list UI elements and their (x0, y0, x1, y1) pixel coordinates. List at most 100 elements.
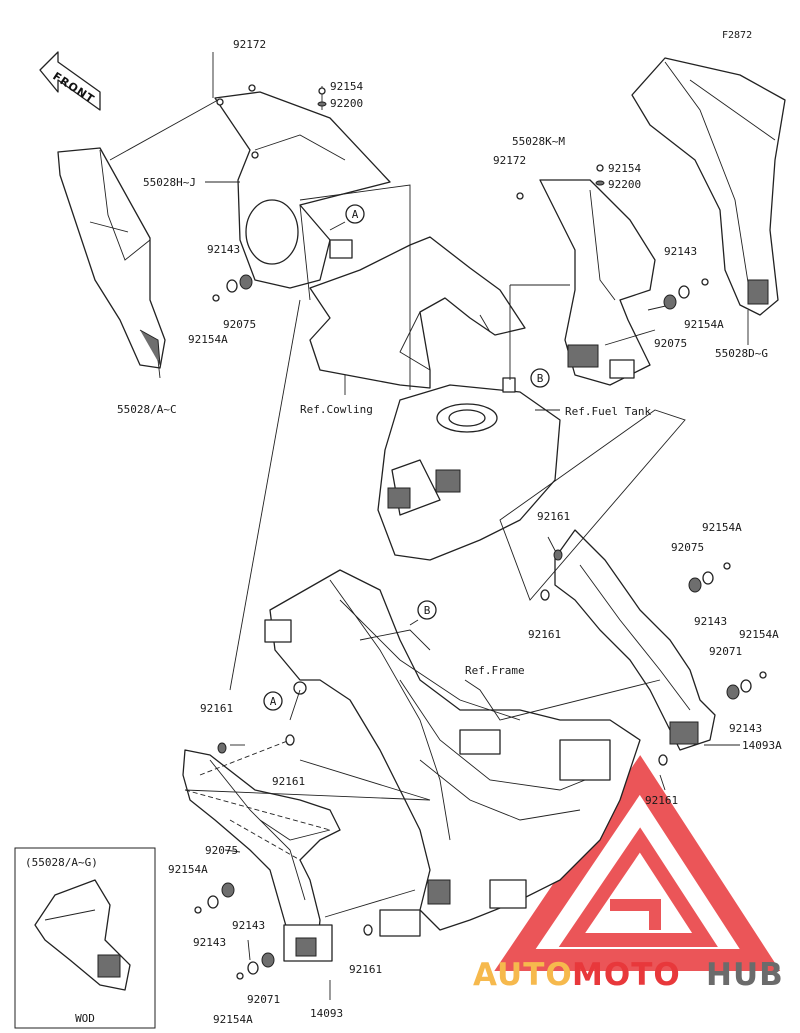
label-55028h-j: 55028H~J (143, 176, 196, 189)
watermark-text: AUTO MOTO HUB (473, 957, 784, 993)
watermark-part3: HUB (706, 957, 784, 993)
leader-lines (109, 52, 749, 1000)
watermark-triangle-inner (558, 827, 718, 947)
label-92075-r2: 92075 (671, 541, 704, 554)
washer-icon (317, 101, 327, 107)
washer-icon (678, 285, 690, 299)
watermark-g-mark (610, 899, 661, 930)
label-14093: 14093 (310, 1007, 343, 1020)
inset-title: (55028/A~G) (25, 856, 98, 869)
bolt-icon (759, 671, 767, 679)
figure-code: F2872 (722, 30, 752, 41)
fuel-tank-ref (377, 377, 561, 561)
label-92161-r1: 92161 (537, 510, 570, 523)
callout-a-frame: A (263, 691, 283, 711)
inset-box: (55028/A~G) WOD (14, 847, 156, 1029)
label-92161-l1: 92161 (200, 702, 233, 715)
dashed-lines (184, 739, 331, 861)
bolt-icon (723, 562, 731, 570)
grommet-icon (285, 734, 295, 746)
part-labels: 92172 92154 92200 55028H~J 92143 92075 9… (117, 38, 782, 1026)
label-92143-r3: 92143 (729, 722, 762, 735)
label-92154a-right: 92154A (684, 318, 724, 331)
label-92075-bl: 92075 (205, 844, 238, 857)
grommet-icon (221, 882, 235, 898)
washer-icon (740, 679, 752, 693)
front-arrow-icon: FRONT (39, 51, 101, 111)
label-92143-r2: 92143 (694, 615, 727, 628)
label-92161-l2: 92161 (272, 775, 305, 788)
grommet-icon (726, 684, 740, 700)
bolt-icon (318, 87, 326, 95)
bolt-icon (596, 164, 604, 172)
label-92075-left: 92075 (223, 318, 256, 331)
watermark-part2: MOTO (572, 957, 681, 993)
upper-right-inner-cover (539, 179, 656, 386)
svg-text:A: A (352, 208, 359, 221)
label-14093a: 14093A (742, 739, 782, 752)
grommet-icon (688, 577, 702, 593)
cowling-ref (309, 236, 526, 389)
label-92161-bm: 92161 (349, 963, 382, 976)
right-lower-fairing (554, 529, 716, 751)
label-92200-top: 92200 (330, 97, 363, 110)
label-92071-r: 92071 (709, 645, 742, 658)
label-92154-top: 92154 (330, 80, 363, 93)
label-92200-right: 92200 (608, 178, 641, 191)
label-55028-a-c: 55028/A~C (117, 403, 177, 416)
left-lower-fairing (182, 749, 341, 962)
svg-text:A: A (270, 695, 277, 708)
washer-icon (702, 571, 714, 585)
left-side-cover (57, 147, 166, 369)
label-92075-right: 92075 (654, 337, 687, 350)
washer-icon (207, 895, 219, 909)
callout-b-frame: B (417, 600, 437, 620)
watermark-part1: AUTO (473, 957, 573, 993)
label-92154a-r1: 92154A (702, 521, 742, 534)
label-92143-bl2: 92143 (232, 919, 265, 932)
label-92143-left: 92143 (207, 243, 240, 256)
bolt-icon (248, 84, 256, 92)
frame-ref (264, 569, 641, 937)
fasteners (194, 84, 767, 980)
label-55028k-m: 55028K~M (512, 135, 565, 148)
label-92161-r3: 92161 (645, 794, 678, 807)
label-55028d-g: 55028D~G (715, 347, 768, 360)
washer-icon (247, 961, 259, 975)
washer-icon (226, 279, 238, 293)
callout-b-top: B (530, 368, 550, 388)
label-92172-left: 92172 (233, 38, 266, 51)
right-side-cover (631, 57, 786, 316)
label-ref-fuel-tank: Ref.Fuel Tank (565, 405, 651, 418)
grommet-icon (540, 589, 550, 601)
bolt-icon (236, 972, 244, 980)
upper-left-inner-cover (214, 91, 391, 289)
bolt-icon (194, 906, 202, 914)
label-92161-r2: 92161 (528, 628, 561, 641)
grommet-icon (239, 274, 253, 290)
grommet-icon (363, 924, 373, 936)
svg-text:B: B (537, 372, 544, 385)
bolt-icon (701, 278, 709, 286)
watermark-logo (494, 755, 781, 971)
inset-caption: WOD (75, 1012, 95, 1025)
callout-a-top: A (345, 204, 365, 224)
svg-text:B: B (424, 604, 431, 617)
washer-icon (595, 180, 605, 186)
grommet-icon (217, 742, 227, 754)
label-ref-frame: Ref.Frame (465, 664, 525, 677)
label-92154a-bl: 92154A (168, 863, 208, 876)
grommet-icon (261, 952, 275, 968)
label-92154a-bl2: 92154A (213, 1013, 253, 1026)
watermark-triangle-outer (494, 755, 781, 971)
bolt-icon (212, 294, 220, 302)
label-92154-right: 92154 (608, 162, 641, 175)
bolt-icon (516, 192, 524, 200)
label-92172-right: 92172 (493, 154, 526, 167)
label-92154a-left: 92154A (188, 333, 228, 346)
label-92143-bl: 92143 (193, 936, 226, 949)
grommet-icon (553, 549, 563, 561)
label-ref-cowling: Ref.Cowling (300, 403, 373, 416)
